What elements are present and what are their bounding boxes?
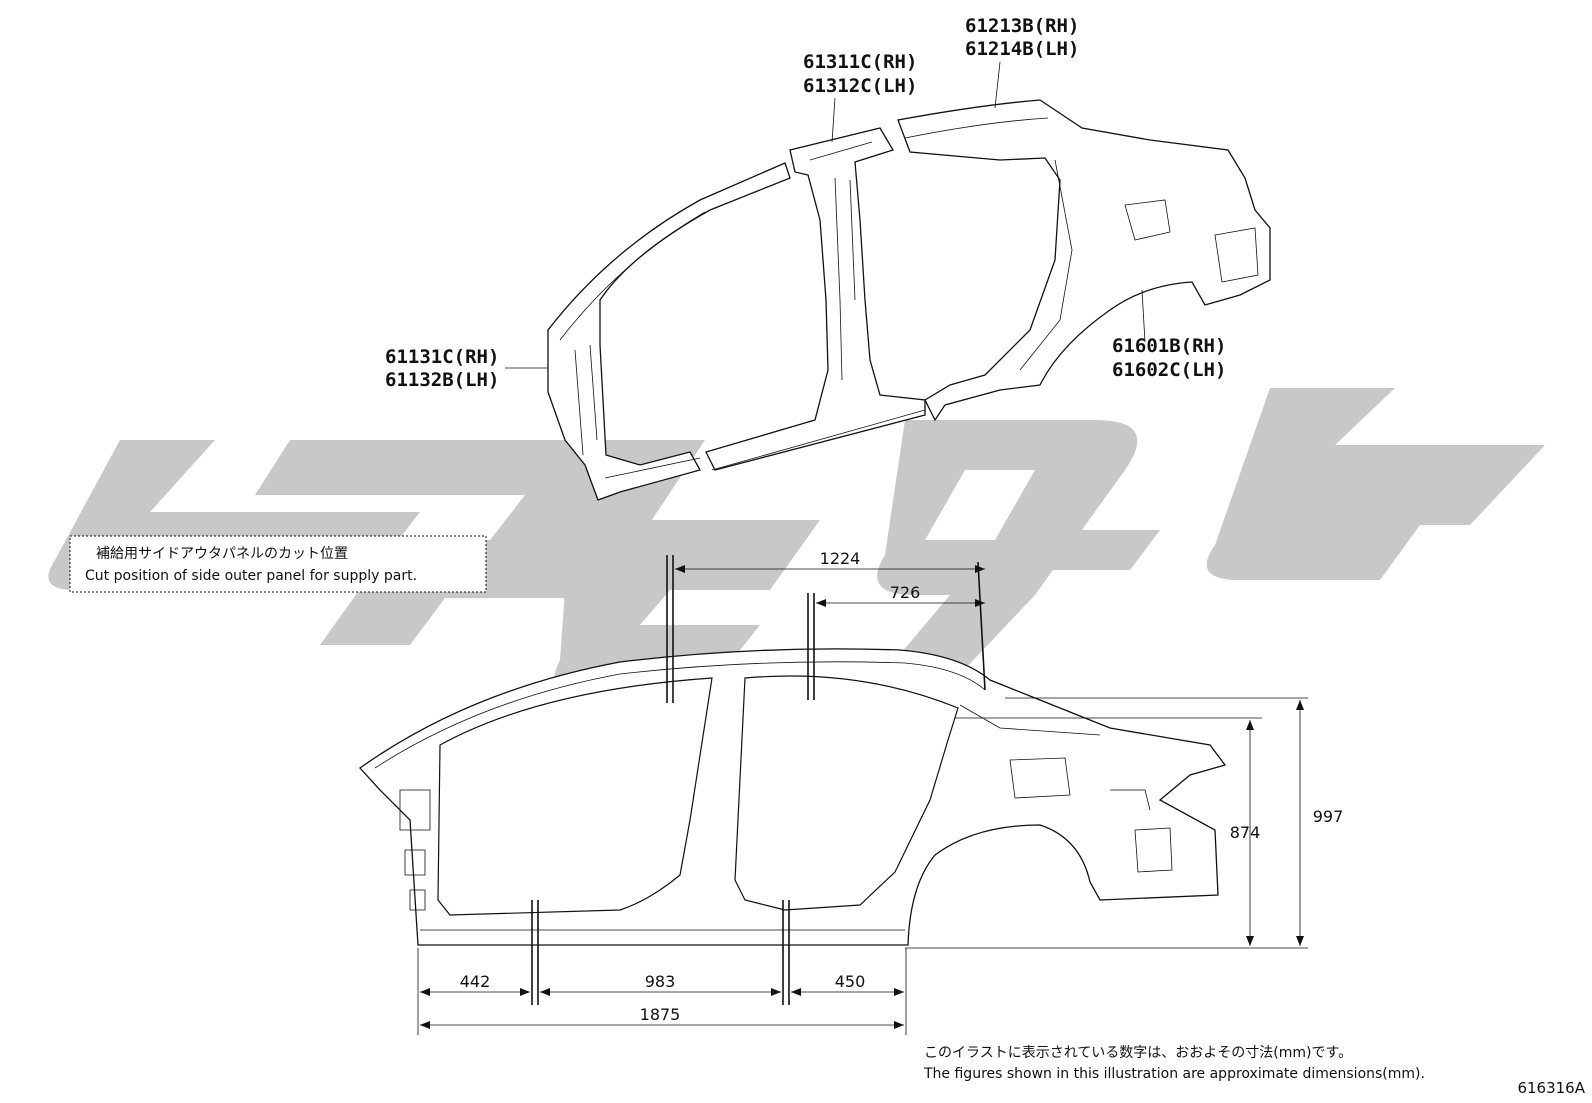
fuel-door-outline [1009,757,1071,799]
dim-value-bottom-2: 983 [645,972,676,991]
footnote-english: The figures shown in this illustration a… [923,1066,1425,1082]
dimension-values: 1224 726 874 997 442 983 450 1875 [460,549,1344,1024]
cut-note-japanese: 補給用サイドアウタパネルのカット位置 [96,546,348,562]
leader-lines [505,61,1146,369]
center-pillar-inner-line [809,141,873,381]
part-number-roof-rail-front-lh: 61312C(LH) [803,75,917,97]
cut-lines [531,555,986,1005]
part-number-quarter-panel-lh: 61602C(LH) [1112,359,1226,381]
exploded-view [547,99,1271,501]
side-outer-panel [359,648,1227,946]
part-number-roof-rail-rear-rh: 61213B(RH) [965,15,1079,37]
watermark-shape-3 [554,520,820,700]
watermark-shape-6 [1010,445,1160,570]
dimension-lines [417,565,1308,1035]
footnote: このイラストに表示されている数字は、おおよその寸法(mm)です。 The fig… [923,1045,1586,1097]
leader-roof-rail-front [831,97,836,143]
front-pillar-outline [547,162,791,501]
front-door-opening [437,677,713,916]
dim-value-bottom-1: 442 [460,972,491,991]
dim-value-bottom-3: 450 [835,972,866,991]
watermark-shape-5 [1206,388,1545,580]
cut-note-english: Cut position of side outer panel for sup… [85,568,417,584]
dim-value-top-short: 726 [890,583,921,602]
part-number-labels: 61311C(RH) 61312C(LH) 61213B(RH) 61214B(… [385,15,1226,391]
leader-quarter-panel [1141,289,1146,343]
quarter-panel-inner-line [904,117,1259,371]
side-panel-outline [359,648,1227,946]
dim-value-top-long: 1224 [820,549,861,568]
cut-note-box [69,535,487,593]
part-number-roof-rail-rear-lh: 61214B(LH) [965,38,1079,60]
quarter-bracket-outline [1134,827,1173,873]
roof-rail-line [374,661,986,769]
footnote-japanese: このイラストに表示されている数字は、おおよその寸法(mm)です。 [924,1045,1352,1061]
illustration-code: 616316A [1517,1079,1585,1097]
quarter-panel-outline [897,99,1271,422]
part-number-front-pillar-lh: 61132B(LH) [385,369,499,391]
part-number-front-pillar-rh: 61131C(RH) [385,346,499,368]
quarter-inner-line [959,704,1151,811]
part-number-quarter-panel-rh: 61601B(RH) [1112,335,1226,357]
front-pillar-detail [399,789,431,911]
rocker-strip [604,409,926,479]
rear-door-opening [734,675,959,911]
dim-value-bottom-total: 1875 [640,1005,681,1024]
cut-line-roof-end [977,561,986,691]
leader-roof-rail-rear [994,61,1001,109]
front-pillar-inner-line [559,211,706,456]
cut-position-note: 補給用サイドアウタパネルのカット位置 Cut position of side … [69,535,487,593]
part-number-roof-rail-front-rh: 61311C(RH) [803,51,917,73]
dim-value-height-outer: 997 [1313,807,1344,826]
dim-value-height-inner: 874 [1230,823,1261,842]
center-pillar-outline [705,127,926,471]
